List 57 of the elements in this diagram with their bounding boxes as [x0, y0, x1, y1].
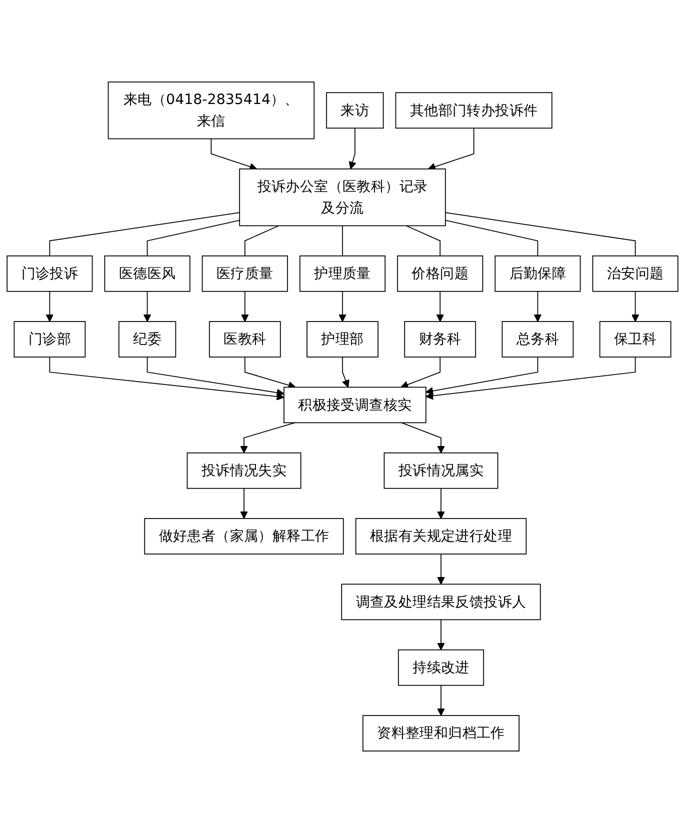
node-box: 财务科 — [404, 321, 476, 358]
node-box: 积极接受调查核实 — [284, 386, 426, 424]
arrow — [240, 422, 296, 454]
node-box: 医德医风 — [104, 255, 190, 292]
node-box: 价格问题 — [397, 255, 484, 292]
connector — [49, 212, 240, 256]
node-box: 后勤保障 — [494, 255, 581, 292]
node-box: 医疗质量 — [202, 255, 288, 292]
node-box: 持续改进 — [398, 649, 484, 686]
node-box: 调查及处理结果反馈投诉人 — [341, 584, 541, 620]
arrow — [46, 290, 54, 322]
connector — [444, 220, 538, 256]
node-box: 护理质量 — [299, 255, 386, 292]
arrow — [436, 290, 444, 322]
node-box: 来访 — [326, 92, 384, 129]
connector — [342, 225, 343, 256]
node-box: 根据有关规定进行处理 — [355, 518, 527, 554]
arrow — [631, 290, 640, 322]
arrow — [426, 356, 636, 400]
node-box: 护理部 — [306, 321, 378, 358]
arrow — [401, 422, 445, 454]
node-box: 投诉办公室（医教科）记录及分流 — [239, 168, 446, 226]
arrow — [342, 356, 350, 388]
connector — [444, 212, 636, 256]
arrow — [400, 356, 441, 388]
arrow — [143, 290, 152, 322]
arrow — [534, 290, 542, 322]
connector — [406, 225, 441, 256]
connector — [146, 220, 240, 256]
node-box: 做好患者（家属）解释工作 — [144, 518, 344, 554]
node-box: 来电（0418-2835414）、来信 — [108, 82, 315, 140]
arrow — [244, 356, 296, 389]
node-box: 门诊部 — [14, 321, 86, 358]
arrow — [437, 554, 445, 585]
node-box: 投诉情况失实 — [186, 452, 302, 489]
arrow — [426, 356, 538, 395]
arrow — [240, 488, 248, 519]
arrow — [241, 290, 249, 322]
arrow — [210, 138, 258, 170]
arrow — [146, 356, 284, 396]
arrow — [338, 290, 346, 322]
arrow — [437, 619, 445, 650]
node-box: 治安问题 — [592, 255, 678, 292]
node-box: 资料整理和归档工作 — [362, 715, 520, 752]
node-box: 门诊投诉 — [6, 255, 93, 292]
node-box: 保卫科 — [599, 321, 672, 358]
arrow — [49, 356, 284, 400]
node-box: 纪委 — [118, 321, 176, 358]
node-box: 其他部门转办投诉件 — [395, 92, 552, 129]
node-box: 投诉情况属实 — [384, 452, 498, 489]
arrow — [437, 488, 445, 519]
node-box: 总务科 — [502, 321, 574, 358]
arrow — [428, 128, 474, 170]
connector — [244, 225, 280, 256]
arrow — [348, 128, 356, 170]
arrow — [437, 684, 445, 716]
node-box: 医教科 — [208, 321, 281, 358]
